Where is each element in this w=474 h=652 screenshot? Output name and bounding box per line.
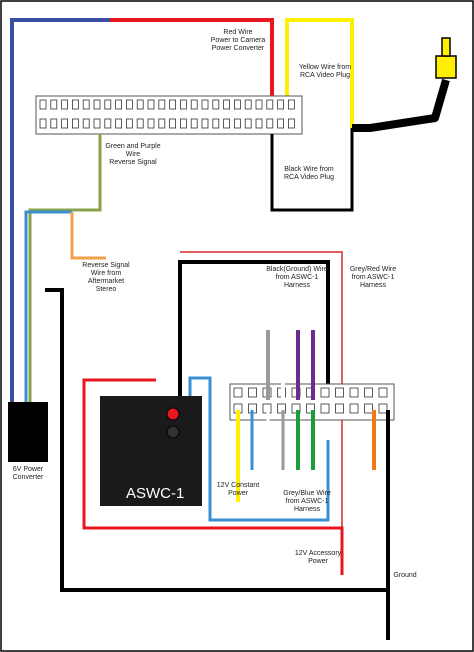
- connector-pin: [158, 118, 166, 129]
- power-converter-box: [8, 402, 48, 462]
- harness-pin: [320, 387, 330, 398]
- connector-pin: [201, 118, 209, 129]
- rca-plug-body: [435, 55, 457, 79]
- connector-pin: [179, 99, 187, 110]
- harness-pin: [364, 387, 373, 398]
- connector-pin: [72, 99, 79, 110]
- green-purple-label: Green and Purple Wire Reverse Signal: [105, 143, 161, 166]
- orange-reverse-signal-wire: [70, 212, 106, 260]
- connector-pin: [169, 99, 177, 110]
- connector-pin: [266, 99, 274, 110]
- connector-pin: [169, 118, 177, 129]
- connector-pin: [190, 118, 198, 129]
- rca-plug-lead: [352, 78, 450, 132]
- connector-pin: [147, 118, 155, 129]
- connector-pin: [277, 118, 285, 129]
- accessory-power-label: 12V Accessory Power: [294, 550, 342, 565]
- yellow-video-wire: [285, 18, 354, 128]
- connector-pin: [93, 99, 101, 110]
- connector-pin: [287, 118, 295, 129]
- connector-pin: [201, 99, 209, 110]
- connector-pin: [82, 99, 90, 110]
- connector-pin: [136, 99, 144, 110]
- connector-pin: [50, 99, 58, 110]
- grey-blue-label: Grey/Blue Wire from ASWC-1 Harness: [283, 490, 331, 513]
- connector-pin: [223, 118, 231, 129]
- converter-ground-wire: [45, 288, 388, 592]
- ground-label: Ground: [393, 572, 417, 579]
- module-dark-led: [166, 425, 180, 439]
- connector-pin: [39, 118, 47, 129]
- red-power-wire: [110, 18, 274, 102]
- red-accessory-wire: [82, 378, 344, 575]
- connector-pin: [233, 99, 241, 110]
- harness-pin: [364, 403, 373, 414]
- connector-pin: [190, 99, 198, 110]
- connector-pin: [255, 99, 263, 110]
- harness-pin: [378, 403, 388, 414]
- connector-pin: [255, 118, 263, 129]
- black-wire-label: Black Wire from RCA Video Plug: [283, 166, 335, 181]
- harness-pin: [349, 387, 359, 398]
- connector-pin: [223, 99, 231, 110]
- connector-pin: [82, 118, 90, 129]
- connector-pin: [126, 99, 133, 110]
- connector-pin: [50, 118, 58, 129]
- connector-pin: [39, 99, 47, 110]
- top-connector-pins: [39, 99, 295, 129]
- grey-red-label: Grey/Red Wire from ASWC-1 Harness: [349, 266, 397, 289]
- connector-pin: [158, 99, 166, 110]
- module-red-led: [166, 407, 180, 421]
- connector-pin: [277, 99, 285, 110]
- grey-blue-wire: [188, 376, 330, 522]
- constant-power-label: 12V Constant Power: [216, 482, 260, 497]
- connector-pin: [179, 118, 187, 129]
- harness-pin: [335, 403, 344, 414]
- light-blue-wire: [24, 210, 72, 405]
- rca-plug-tip: [441, 37, 451, 57]
- yellow-wire-label: Yellow Wire from RCA Video Plug: [298, 64, 352, 79]
- connector-pin: [244, 118, 252, 129]
- red-wire-label: Red Wire Power to Camera Power Converter: [210, 29, 266, 52]
- connector-pin: [233, 118, 241, 129]
- connector-pin: [104, 118, 112, 129]
- connector-pin: [115, 99, 122, 110]
- harness-pin: [349, 403, 359, 414]
- module-name: ASWC-1: [126, 485, 185, 502]
- connector-pin: [72, 118, 79, 129]
- connector-pin: [115, 118, 122, 129]
- connector-pin: [147, 99, 155, 110]
- connector-pin: [212, 99, 220, 110]
- connector-pin: [136, 118, 144, 129]
- converter-label: 6V Power Converter: [12, 466, 44, 481]
- connector-pin: [244, 99, 252, 110]
- connector-pin: [93, 118, 101, 129]
- black-ground-label: Black(Ground) Wire from ASWC-1 Harness: [266, 266, 328, 289]
- connector-pin: [104, 99, 112, 110]
- black-ground-wire: [178, 260, 330, 402]
- harness-pin: [378, 387, 388, 398]
- harness-connector-pins: [233, 387, 388, 414]
- reverse-signal-label: Reverse Signal Wire from Aftermarket Ste…: [82, 262, 130, 293]
- connector-pin: [61, 118, 68, 129]
- connector-pin: [212, 118, 220, 129]
- harness-pin: [248, 387, 257, 398]
- harness-pin: [320, 403, 330, 414]
- connector-pin: [266, 118, 274, 129]
- harness-pin: [233, 387, 243, 398]
- connector-pin: [61, 99, 68, 110]
- connector-pin: [126, 118, 133, 129]
- black-video-wire: [270, 128, 354, 212]
- green-purple-wire: [28, 134, 102, 405]
- connector-pin: [287, 99, 295, 110]
- aswc-module: [100, 396, 202, 506]
- harness-pin: [306, 403, 315, 414]
- harness-pin: [335, 387, 344, 398]
- blue-power-wire: [10, 18, 110, 405]
